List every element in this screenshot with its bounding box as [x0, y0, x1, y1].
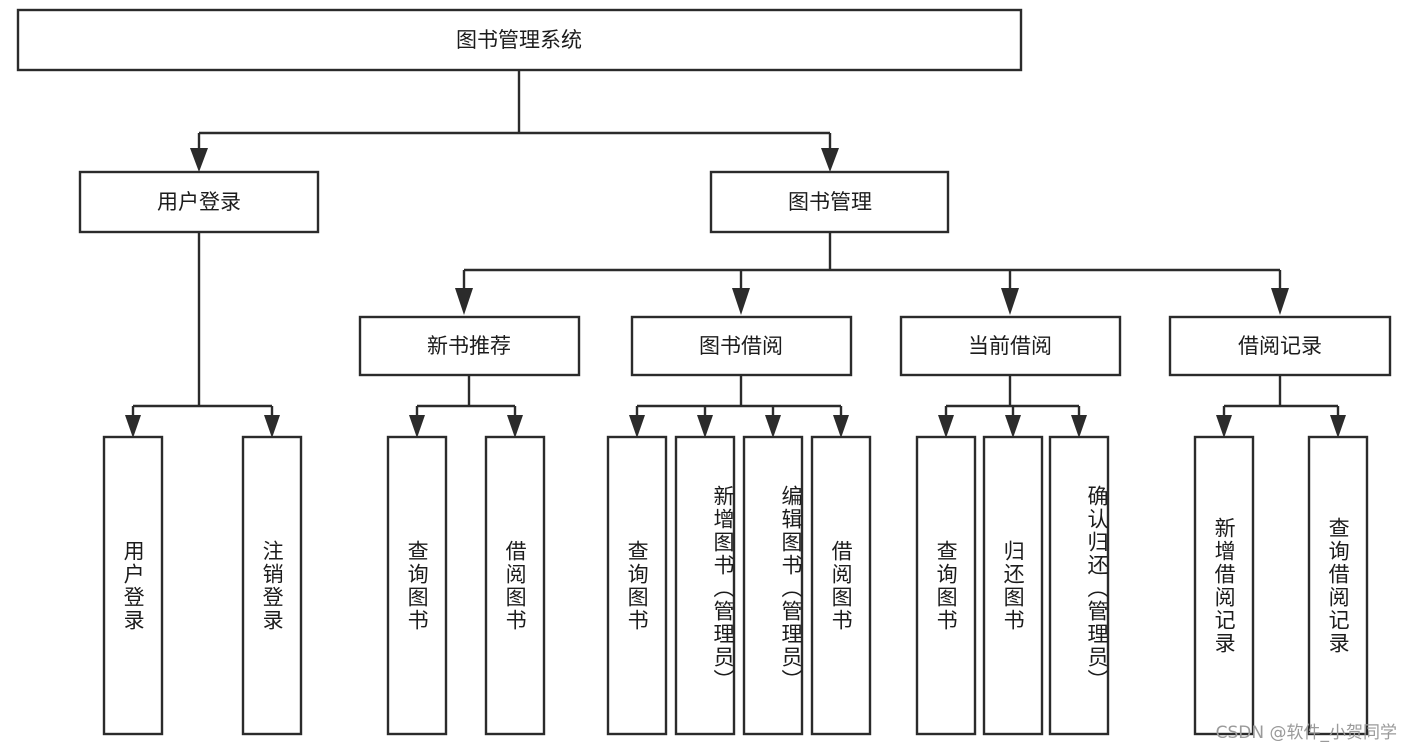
- node-current-borrow[interactable]: 当前借阅: [899, 315, 1122, 377]
- node-root-box[interactable]: [16, 8, 1023, 72]
- arrowhead-leaf-borrow-book-1: [507, 415, 523, 438]
- arrowhead-leaf-logout: [264, 415, 280, 438]
- leaf-query-book-1-box[interactable]: [386, 435, 448, 736]
- leaf-query-book-3-box[interactable]: [915, 435, 977, 736]
- node-book-manage[interactable]: 图书管理: [709, 170, 950, 234]
- leaf-add-book-box[interactable]: [674, 435, 736, 736]
- arrowhead-leaf-return-book: [1005, 415, 1021, 438]
- arrowhead-leaf-query-book-2: [629, 415, 645, 438]
- arrowhead-borrowrecord: [1271, 288, 1289, 315]
- node-book-borrow-box[interactable]: [630, 315, 853, 377]
- leaf-query-book-2-box[interactable]: [606, 435, 668, 736]
- leaf-return-book-box[interactable]: [982, 435, 1044, 736]
- node-root-label: 图书管理系统: [456, 28, 582, 52]
- leaf-borrow-book-2-box[interactable]: [810, 435, 872, 736]
- arrowhead-newbook: [455, 288, 473, 315]
- arrowhead-leaf-query-record: [1330, 415, 1346, 438]
- arrowheads: [125, 148, 1346, 438]
- node-user-login[interactable]: 用户登录: [78, 170, 320, 234]
- node-user-login-label: 用户登录: [157, 190, 241, 214]
- arrowhead-leaf-query-book-3: [938, 415, 954, 438]
- leaf-query-record-box[interactable]: [1307, 435, 1369, 736]
- leaf-boxes: [102, 435, 1369, 736]
- arrowhead-leaf-query-book-1: [409, 415, 425, 438]
- arrowhead-book-manage: [821, 148, 839, 172]
- node-borrow-record-box[interactable]: [1168, 315, 1392, 377]
- node-current-borrow-label: 当前借阅: [968, 334, 1052, 358]
- arrowhead-bookborrow: [732, 288, 750, 315]
- node-book-borrow-label: 图书借阅: [699, 334, 783, 358]
- leaf-edit-book-box[interactable]: [742, 435, 804, 736]
- node-book-borrow[interactable]: 图书借阅: [630, 315, 853, 377]
- node-borrow-record[interactable]: 借阅记录: [1168, 315, 1392, 377]
- leaf-logout-box[interactable]: [241, 435, 303, 736]
- leaf-confirm-return-box[interactable]: [1048, 435, 1110, 736]
- arrowhead-user-login: [190, 148, 208, 172]
- arrowhead-leaf-add-book: [697, 415, 713, 438]
- node-book-manage-label: 图书管理: [788, 190, 872, 214]
- node-book-manage-box[interactable]: [709, 170, 950, 234]
- node-user-login-box[interactable]: [78, 170, 320, 234]
- leaf-user-login-box[interactable]: [102, 435, 164, 736]
- arrowhead-leaf-user-login: [125, 415, 141, 438]
- node-current-borrow-box[interactable]: [899, 315, 1122, 377]
- node-borrow-record-label: 借阅记录: [1238, 334, 1322, 358]
- node-root[interactable]: 图书管理系统: [16, 8, 1023, 72]
- watermark-text: CSDN @软件_小贺同学: [1215, 723, 1397, 743]
- arrowhead-leaf-edit-book: [765, 415, 781, 438]
- node-new-book-rec[interactable]: 新书推荐: [358, 315, 581, 377]
- arrowhead-currentborrow: [1001, 288, 1019, 315]
- leaf-add-record-box[interactable]: [1193, 435, 1255, 736]
- leaf-borrow-book-1-box[interactable]: [484, 435, 546, 736]
- arrowhead-leaf-add-record: [1216, 415, 1232, 438]
- node-new-book-rec-label: 新书推荐: [427, 334, 511, 358]
- arrowhead-leaf-confirm-return: [1071, 415, 1087, 438]
- node-new-book-rec-box[interactable]: [358, 315, 581, 377]
- arrowhead-leaf-borrow-book-2: [833, 415, 849, 438]
